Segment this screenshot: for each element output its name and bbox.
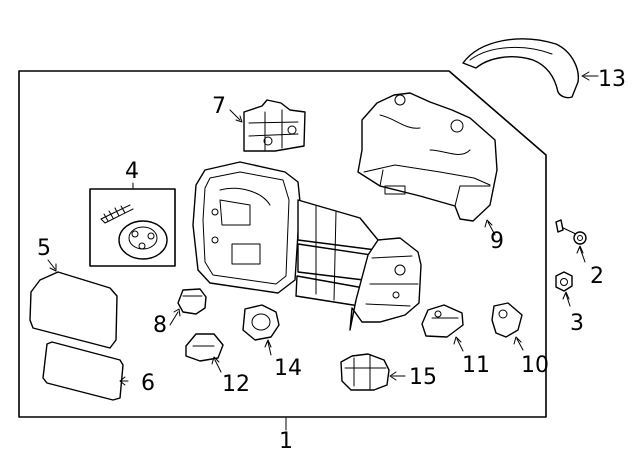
pivot-housing xyxy=(349,237,422,331)
connector-part-15 xyxy=(340,353,390,391)
callout-11: 11 xyxy=(462,353,490,378)
lamp-part-12 xyxy=(185,333,224,362)
callout-7: 7 xyxy=(212,94,226,119)
leader-lines xyxy=(47,71,599,431)
mirror-glass-part-5 xyxy=(29,271,118,349)
assembly-boundary xyxy=(18,70,547,418)
mirror-cap-part-13 xyxy=(462,38,580,99)
mirror-head-assembly xyxy=(192,161,301,294)
callout-4: 4 xyxy=(125,159,139,184)
callout-2: 2 xyxy=(590,264,604,289)
bracket-part-7 xyxy=(243,99,306,152)
callout-9: 9 xyxy=(490,229,504,254)
bolt-part-2 xyxy=(555,219,587,245)
spotter-glass-part-6 xyxy=(42,341,124,401)
callout-12: 12 xyxy=(222,372,250,397)
motor-kit-part-4 xyxy=(89,188,176,267)
lamp-module-part-11 xyxy=(421,304,464,338)
callout-13: 13 xyxy=(598,67,626,92)
mounting-base-part-9 xyxy=(357,92,498,222)
callout-8: 8 xyxy=(153,313,167,338)
callout-1: 1 xyxy=(279,429,293,454)
callout-10: 10 xyxy=(521,353,549,378)
callout-5: 5 xyxy=(37,236,51,261)
cap-part-8 xyxy=(177,288,207,315)
sensor-part-10 xyxy=(491,302,523,338)
callout-3: 3 xyxy=(570,311,584,336)
motor-part-14 xyxy=(242,304,280,341)
callout-14: 14 xyxy=(274,356,302,381)
callout-15: 15 xyxy=(409,365,437,390)
nut-part-3 xyxy=(555,271,573,292)
callout-6: 6 xyxy=(141,371,155,396)
